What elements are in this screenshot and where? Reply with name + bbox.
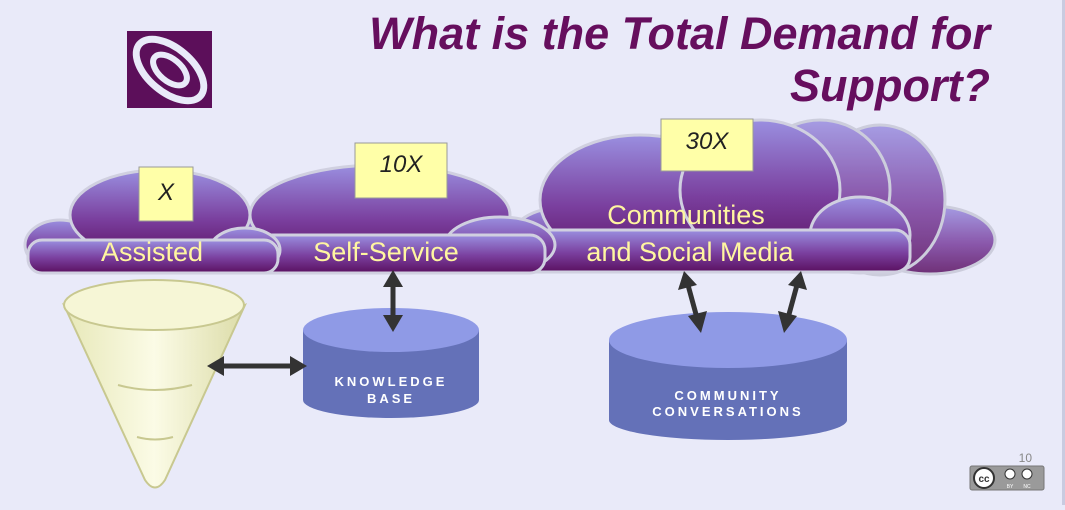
nc-icon: NC [1023, 484, 1031, 490]
double-arrow-icon [207, 356, 307, 376]
knowledge-base-database: KNOWLEDGE BASE [303, 308, 479, 418]
database-label: KNOWLEDGE [335, 374, 448, 389]
by-icon: BY [1007, 484, 1014, 490]
double-arrow-icon [678, 271, 707, 333]
cloud-label-assisted: Assisted [101, 237, 203, 267]
database-label: BASE [367, 391, 415, 406]
multiplier-label: X [157, 179, 175, 206]
double-arrow-icon [383, 270, 403, 332]
multiplier-label: 30X [686, 128, 730, 155]
cc-license-badge[interactable]: cc BY NC [969, 465, 1045, 491]
cloud-label-communities: Communities [607, 200, 765, 230]
cloud-label-self-service: Self-Service [313, 237, 459, 267]
database-label: COMMUNITY [674, 388, 781, 403]
sticky-10x: 10X [354, 142, 448, 199]
cloud-label-social-media: and Social Media [586, 237, 794, 267]
sticky-30x: 30X [660, 118, 754, 172]
double-arrow-icon [778, 271, 807, 333]
logo-icon [127, 31, 212, 108]
slide-edge [1062, 0, 1065, 505]
title-line-2: Support? [790, 60, 990, 111]
funnel-icon [61, 279, 248, 489]
cc-icon: cc [978, 474, 990, 485]
slide-title: What is the Total Demand for Support? [369, 8, 990, 112]
database-label: CONVERSATIONS [652, 404, 803, 419]
sticky-x: X [138, 166, 194, 222]
page-number: 10 [1019, 451, 1033, 465]
multiplier-label: 10X [380, 151, 424, 178]
community-conversations-database: COMMUNITY CONVERSATIONS [609, 312, 847, 440]
title-line-1: What is the Total Demand for [369, 8, 990, 59]
